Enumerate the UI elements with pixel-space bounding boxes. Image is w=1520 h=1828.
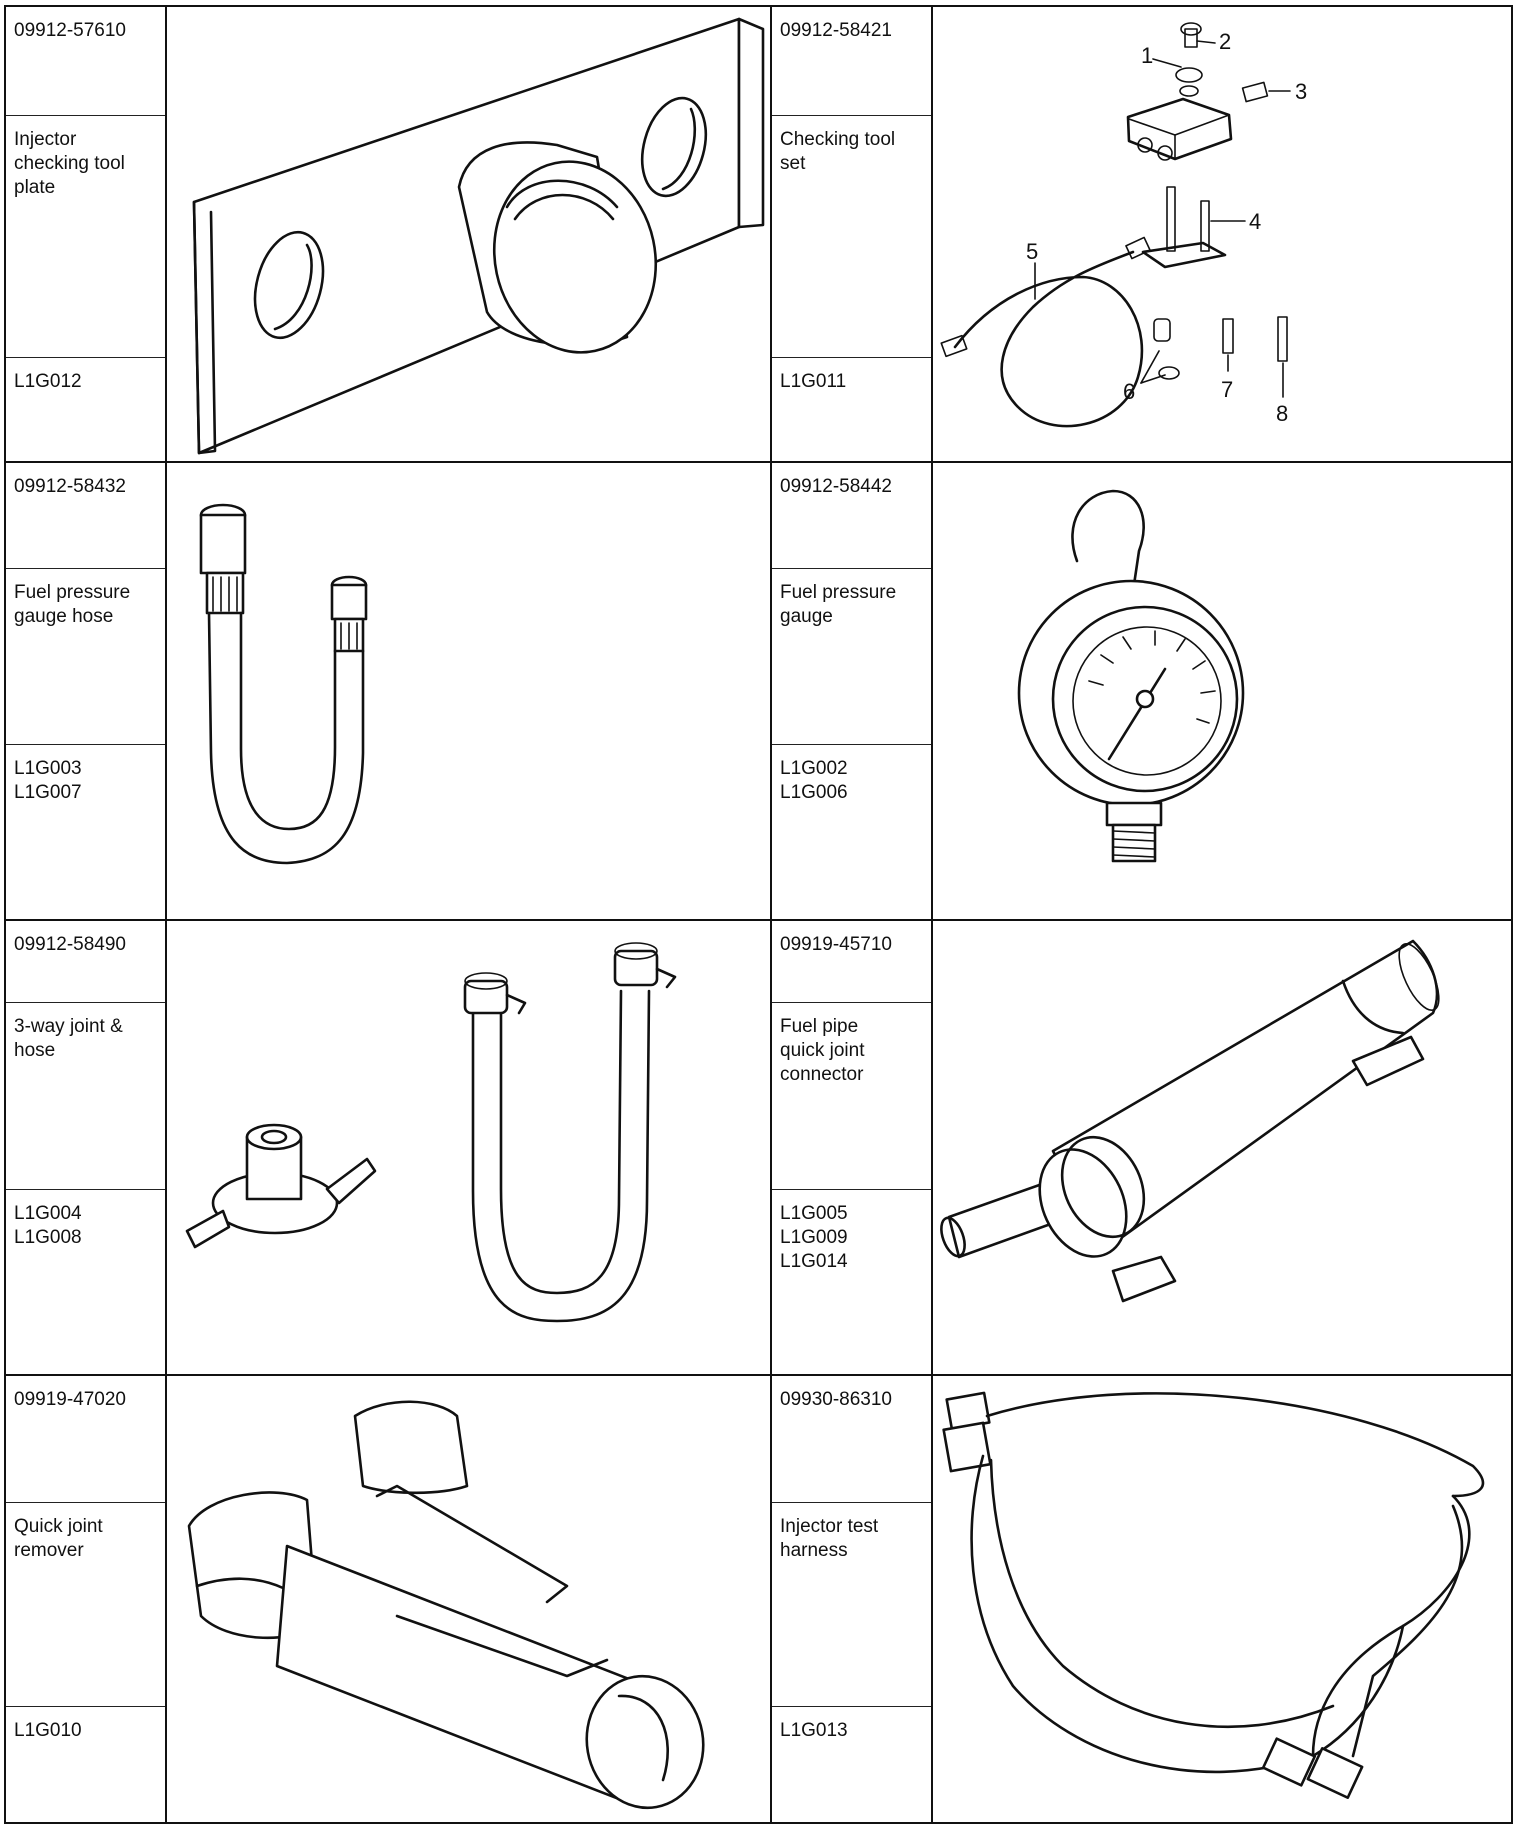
figure-codes: L1G002 L1G006 [780,758,848,803]
part-number: 09930-86310 [772,1376,931,1503]
callout-3: 3 [1295,79,1307,104]
tool-illustration-cell [167,1376,772,1822]
part-number: 09912-57610 [6,7,165,116]
callout-5: 5 [1026,239,1038,264]
part-number: 09912-58432 [6,463,165,569]
tool-label-cell: 09912-58432 Fuel pressure gauge hose L1G… [6,463,167,919]
checking-tool-set-icon: 1 2 3 4 5 6 7 8 [940,22,1307,428]
gauge-hose-icon [199,503,368,865]
tool-name: Fuel pressure gauge hose [6,569,165,745]
tool-name: Injector test harness [772,1503,931,1707]
tool-illustration-cell: 1 2 3 4 5 6 7 8 [933,7,1511,461]
tool-name: Fuel pressure gauge [772,569,931,745]
tool-name: Quick joint remover [6,1503,165,1707]
part-number: 09919-45710 [772,921,931,1003]
tool-name: 3-way joint & hose [6,1003,165,1190]
injector-plate-icon [192,17,765,455]
callout-8: 8 [1276,401,1288,426]
figure-codes: L1G013 [780,1720,848,1741]
tool-name: Fuel pipe quick joint connector [772,1003,931,1190]
test-harness-icon [942,1391,1485,1800]
table-row: 09912-58432 Fuel pressure gauge hose L1G… [6,463,1511,921]
tool-label-cell: 09912-58442 Fuel pressure gauge L1G002 L… [772,463,933,919]
tool-label-cell: 09912-58490 3-way joint & hose L1G004 L1… [6,921,167,1374]
tool-illustration-cell [167,921,772,1374]
part-number: 09912-58421 [772,7,931,116]
callout-2: 2 [1219,29,1231,54]
figure-codes: L1G012 [14,371,82,392]
tool-illustration-cell [167,7,772,461]
tool-illustration-cell [933,463,1511,919]
table-row: 09912-57610 Injector checking tool plate… [6,7,1511,463]
tool-illustration-cell [933,1376,1511,1822]
tool-label-cell: 09912-58421 Checking tool set L1G011 [772,7,933,461]
table-row: 09912-58490 3-way joint & hose L1G004 L1… [6,921,1511,1376]
part-number: 09912-58442 [772,463,931,569]
tool-name: Injector checking tool plate [6,116,165,358]
figure-codes: L1G011 [780,371,847,392]
tool-name: Checking tool set [772,116,931,358]
pressure-gauge-icon [1017,489,1245,863]
figure-codes: L1G005 L1G009 L1G014 [780,1203,848,1272]
tool-label-cell: 09919-47020 Quick joint remover L1G010 [6,1376,167,1822]
figure-codes: L1G004 L1G008 [14,1203,82,1248]
callout-1: 1 [1141,43,1153,68]
tool-label-cell: 09919-45710 Fuel pipe quick joint connec… [772,921,933,1374]
part-number: 09919-47020 [6,1376,165,1503]
callout-6: 6 [1123,379,1135,404]
quick-joint-connector-icon [940,939,1440,1303]
tool-illustration-cell [933,921,1511,1374]
table-row: 09919-47020 Quick joint remover L1G010 0… [6,1376,1511,1822]
tool-label-cell: 09930-86310 Injector test harness L1G013 [772,1376,933,1822]
part-number: 09912-58490 [6,921,165,1003]
callout-7: 7 [1221,377,1233,402]
three-way-joint-icon [185,942,677,1323]
callout-4: 4 [1249,209,1261,234]
figure-codes: L1G003 L1G007 [14,758,82,803]
special-tools-table: 09912-57610 Injector checking tool plate… [4,5,1513,1824]
quick-joint-remover-icon [187,1400,705,1810]
tool-illustration-cell [167,463,772,919]
tool-label-cell: 09912-57610 Injector checking tool plate… [6,7,167,461]
figure-codes: L1G010 [14,1720,82,1741]
